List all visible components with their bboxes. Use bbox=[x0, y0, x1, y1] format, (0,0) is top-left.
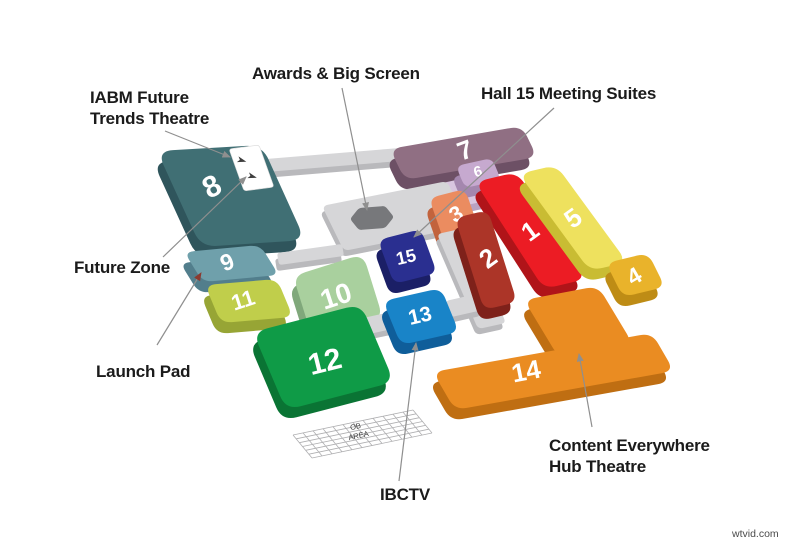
hall-14-top bbox=[436, 334, 671, 409]
hall-12-top bbox=[257, 306, 390, 408]
walkway-stub13-top bbox=[446, 294, 482, 317]
label-launch-pad: Launch Pad bbox=[96, 362, 191, 381]
leader-line-launch-pad bbox=[156, 272, 202, 346]
label-iabm-future-trends-theatre: IABM Future Trends Theatre bbox=[90, 88, 210, 129]
label-hall-15-meeting-suites: Hall 15 Meeting Suites bbox=[481, 84, 657, 103]
walkway-plaza-top bbox=[323, 181, 468, 251]
leader-line-hall15 bbox=[413, 107, 555, 238]
watermark: wtvid.com bbox=[732, 528, 779, 540]
hall-13-number: 13 bbox=[406, 302, 434, 330]
hall-5-top bbox=[523, 167, 623, 269]
hall-15-top bbox=[380, 230, 435, 283]
theatre-strip-arrow-icon-2 bbox=[247, 172, 257, 179]
label-content-everywhere-hub-theatre: Content Everywhere Hub Theatre bbox=[549, 436, 710, 477]
hall-12-number: 12 bbox=[305, 342, 345, 382]
leader-line-ibctv bbox=[398, 342, 419, 482]
walkway-corridorB-top bbox=[277, 244, 344, 265]
theatre-strip-arrow-icon-1 bbox=[236, 156, 247, 163]
hall-4-top bbox=[609, 254, 662, 296]
ob-area-label-line1: OB bbox=[349, 421, 361, 432]
hall-15-number: 15 bbox=[394, 245, 418, 269]
label-awards-big-screen: Awards & Big Screen bbox=[252, 64, 420, 83]
hall-14-number: 14 bbox=[509, 353, 544, 388]
hall-9-top bbox=[187, 245, 276, 282]
label-ibctv: IBCTV bbox=[380, 485, 431, 504]
big-screen-hexagon bbox=[350, 206, 394, 230]
leader-line-future-zone bbox=[162, 176, 247, 258]
hall-7-top bbox=[393, 127, 534, 179]
leader-line-iabm bbox=[164, 130, 231, 158]
ob-area-label-line2: AREA bbox=[348, 429, 370, 442]
leader-line-awards bbox=[341, 87, 369, 211]
hall-1-top bbox=[479, 174, 582, 287]
walkway-corridorA-top bbox=[266, 148, 400, 172]
leader-line-content bbox=[576, 353, 593, 428]
ob-area-grid bbox=[292, 409, 433, 459]
hall-2-top bbox=[457, 212, 515, 308]
label-future-zone: Future Zone bbox=[74, 258, 171, 277]
hall-13-top bbox=[386, 289, 456, 344]
hall-14-top bbox=[528, 287, 629, 357]
hall-11-top bbox=[208, 279, 290, 323]
